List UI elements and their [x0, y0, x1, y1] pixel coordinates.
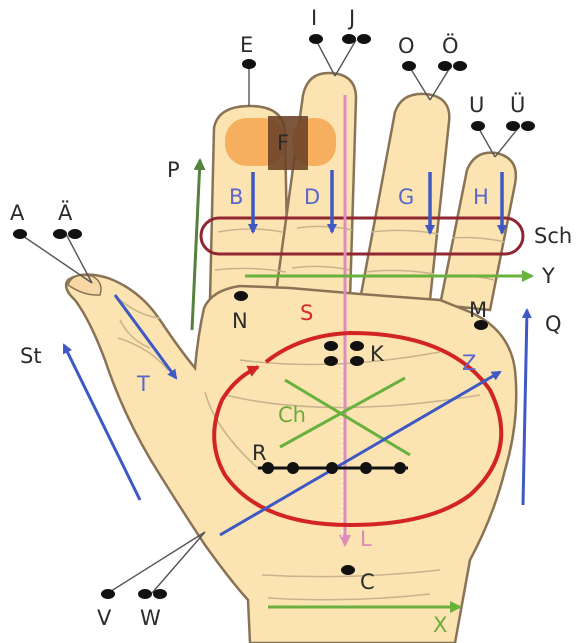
label-b: B — [229, 185, 243, 209]
dot-a-umlaut-1 — [53, 229, 67, 239]
dot-k-2 — [350, 341, 364, 351]
label-q: Q — [545, 312, 562, 336]
dot-k-4 — [350, 356, 364, 366]
label-t: T — [136, 372, 150, 396]
dot-o — [402, 61, 416, 71]
dot-u-umlaut-2 — [521, 121, 535, 131]
label-g: G — [398, 185, 414, 209]
dot-a — [13, 229, 27, 239]
label-sch: Sch — [534, 224, 572, 248]
label-st: St — [20, 344, 42, 368]
dot-k-1 — [324, 341, 338, 351]
label-z: Z — [462, 351, 476, 375]
dot-j-1 — [342, 34, 356, 44]
dot-w-2 — [153, 589, 167, 599]
label-d: D — [304, 185, 320, 209]
label-k: K — [370, 342, 385, 366]
label-f: F — [277, 131, 289, 155]
label-m: M — [469, 298, 487, 322]
palm-and-thumb — [66, 274, 516, 643]
label-v: V — [97, 606, 112, 630]
dot-w-1 — [138, 589, 152, 599]
dot-u — [471, 121, 485, 131]
label-l: L — [360, 527, 372, 551]
label-h: H — [473, 185, 489, 209]
label-u: U — [469, 93, 484, 117]
dot-u-umlaut-1 — [506, 121, 520, 131]
label-s: S — [300, 301, 313, 325]
label-n: N — [232, 309, 248, 333]
label-a-umlaut: Ä — [58, 200, 73, 225]
dot-i — [309, 34, 323, 44]
label-e: E — [240, 33, 253, 57]
dot-c — [341, 565, 355, 575]
label-ch: Ch — [278, 403, 306, 427]
label-x: X — [433, 613, 447, 637]
dot-n — [234, 291, 248, 301]
label-o-umlaut: Ö — [442, 33, 459, 58]
dot-e — [242, 59, 256, 69]
label-y: Y — [541, 264, 555, 288]
dot-a-umlaut-2 — [68, 229, 82, 239]
label-o: O — [398, 34, 415, 58]
dot-j-2 — [357, 34, 371, 44]
label-u-umlaut: Ü — [510, 92, 525, 117]
dot-o-umlaut-2 — [453, 61, 467, 71]
label-i: I — [311, 6, 317, 30]
label-r: R — [252, 441, 267, 465]
label-j: J — [347, 6, 355, 30]
label-a: A — [10, 201, 25, 225]
little-finger — [440, 153, 516, 310]
q-arrow — [523, 310, 527, 505]
p-arrow — [192, 160, 200, 330]
dot-o-umlaut-1 — [438, 61, 452, 71]
dot-k-3 — [324, 356, 338, 366]
label-c: C — [360, 570, 375, 594]
dot-v — [101, 589, 115, 599]
label-p: P — [167, 158, 180, 182]
label-w: W — [140, 606, 161, 630]
